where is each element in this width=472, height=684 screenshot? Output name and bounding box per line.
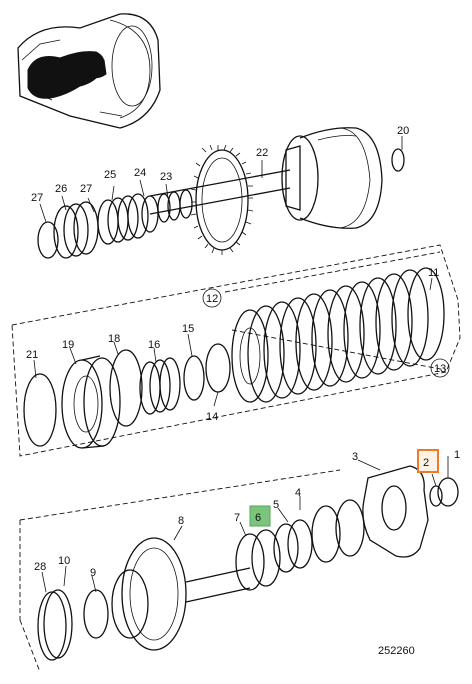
callout-12: 12 — [206, 293, 218, 305]
callout-21: 21 — [26, 349, 38, 361]
callout-13: 13 — [434, 363, 446, 375]
callout-13-circle — [430, 358, 450, 378]
callout-2: 2 — [423, 457, 429, 469]
callout-4: 4 — [295, 487, 301, 499]
callout-9: 9 — [90, 567, 96, 579]
callout-6-highlight — [249, 505, 271, 527]
clutch-plates-stack — [231, 267, 445, 403]
callout-7: 7 — [234, 512, 240, 524]
callout-25: 25 — [104, 169, 116, 181]
callout-8: 8 — [178, 515, 184, 527]
callout-3: 3 — [352, 451, 358, 463]
callout-18: 18 — [108, 333, 120, 345]
callout-27-upper: 27 — [80, 183, 92, 195]
callout-26: 26 — [55, 183, 67, 195]
callout-14: 14 — [206, 411, 218, 423]
callout-20: 20 — [397, 125, 409, 137]
callout-5: 5 — [273, 499, 279, 511]
callout-19: 19 — [62, 339, 74, 351]
callout-22: 22 — [256, 147, 268, 159]
shaft-assembly-group — [37, 127, 405, 259]
callout-24: 24 — [134, 167, 146, 179]
callout-16: 16 — [148, 339, 160, 351]
output-gear-group — [19, 456, 459, 673]
drawing-number: 252260 — [378, 645, 415, 657]
callout-27-lower: 27 — [31, 192, 43, 204]
callout-23: 23 — [160, 171, 172, 183]
callout-6: 6 — [255, 512, 261, 524]
callout-12-circle — [202, 288, 222, 308]
callout-10: 10 — [58, 555, 70, 567]
location-thumbnail — [17, 13, 161, 129]
callout-15: 15 — [182, 323, 194, 335]
callout-1: 1 — [454, 449, 460, 461]
callout-28: 28 — [34, 561, 46, 573]
callout-2-highlight — [417, 449, 439, 473]
callout-11: 11 — [428, 267, 439, 279]
clutch-pack-group — [11, 244, 461, 457]
callout-labels: 20 22 23 24 25 26 27 27 11 12 13 14 15 1… — [26, 125, 460, 579]
